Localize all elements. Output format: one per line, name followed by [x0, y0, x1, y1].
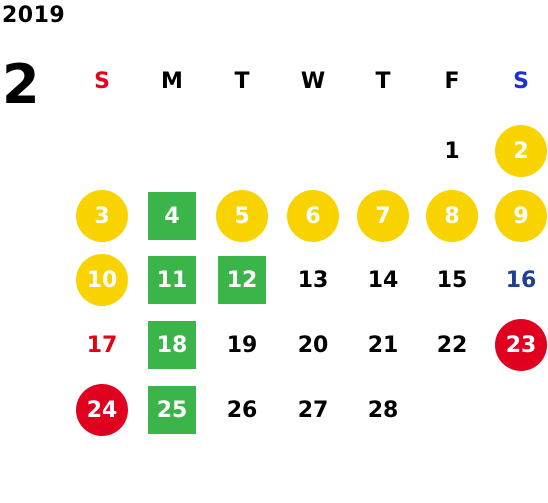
day-cell[interactable]: 28	[367, 397, 399, 423]
year-label: 2019	[2, 3, 66, 28]
month-number: 2	[2, 53, 40, 116]
day-cell-holiday[interactable]: 7	[356, 189, 410, 243]
day-cell[interactable]: 27	[297, 397, 329, 423]
day-cell[interactable]: 15	[436, 267, 468, 293]
day-cell-holiday[interactable]: 9	[494, 189, 548, 243]
day-cell-saturday[interactable]: 16	[505, 267, 537, 293]
day-cell[interactable]: 21	[367, 332, 399, 358]
day-cell[interactable]: 22	[436, 332, 468, 358]
weekday-monday: M	[161, 68, 183, 94]
day-cell-highlighted[interactable]: 11	[145, 253, 199, 307]
day-cell-highlighted[interactable]: 25	[145, 383, 199, 437]
weekday-tuesday: T	[234, 68, 250, 94]
day-cell[interactable]: 20	[297, 332, 329, 358]
day-cell-holiday[interactable]: 3	[75, 189, 129, 243]
day-cell-holiday[interactable]: 6	[286, 189, 340, 243]
day-cell-highlighted[interactable]: 18	[145, 318, 199, 372]
day-cell[interactable]: 1	[444, 138, 460, 164]
weekday-wednesday: W	[300, 68, 326, 94]
weekday-sunday: S	[94, 68, 110, 94]
weekday-friday: F	[444, 68, 460, 94]
day-cell-sunday[interactable]: 17	[86, 332, 118, 358]
weekday-thursday: T	[375, 68, 391, 94]
day-cell-highlighted[interactable]: 4	[145, 189, 199, 243]
day-cell-holiday-red[interactable]: 24	[75, 383, 129, 437]
day-cell-holiday[interactable]: 10	[75, 253, 129, 307]
day-cell-holiday[interactable]: 8	[425, 189, 479, 243]
day-cell-highlighted[interactable]: 12	[215, 253, 269, 307]
day-cell-holiday-red[interactable]: 23	[494, 318, 548, 372]
day-cell-holiday[interactable]: 5	[215, 189, 269, 243]
day-cell-holiday[interactable]: 2	[494, 124, 548, 178]
day-cell[interactable]: 26	[226, 397, 258, 423]
day-cell[interactable]: 14	[367, 267, 399, 293]
weekday-saturday: S	[513, 68, 529, 94]
day-cell[interactable]: 19	[226, 332, 258, 358]
day-cell[interactable]: 13	[297, 267, 329, 293]
